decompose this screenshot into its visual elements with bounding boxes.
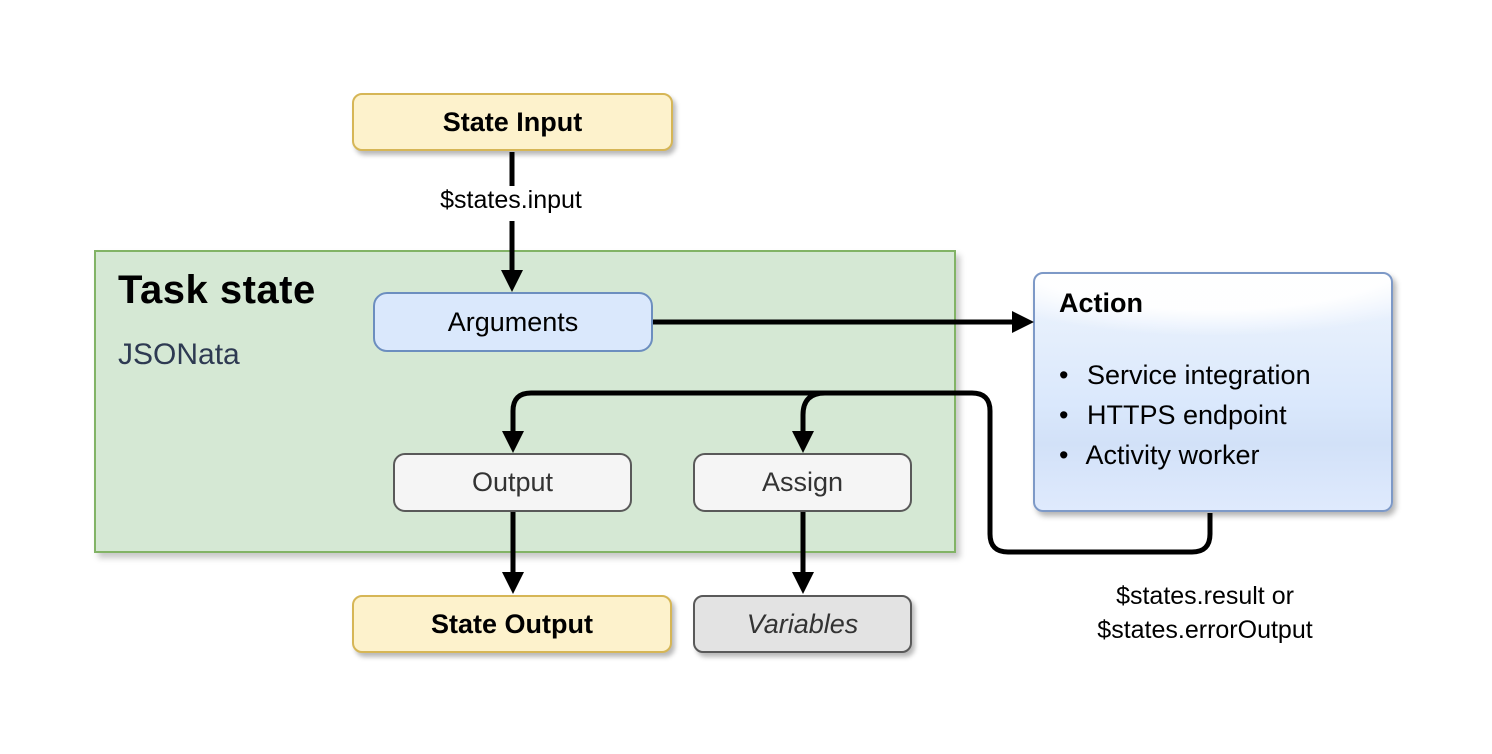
state-output-node: State Output (352, 595, 672, 653)
task-state-title: Task state (118, 268, 316, 312)
action-bullet-https-endpoint: HTTPS endpoint (1059, 395, 1371, 435)
variables-node: Variables (693, 595, 912, 653)
edge-label-states-input: $states.input (436, 186, 586, 215)
output-node: Output (393, 453, 632, 512)
action-bullet-service-integration: Service integration (1059, 355, 1371, 395)
action-bullet-activity-worker: Activity worker (1059, 435, 1371, 475)
arrowhead-into-action (1012, 311, 1034, 333)
action-title: Action (1059, 288, 1143, 318)
edge-label-states-result-line1: $states.result or (1116, 582, 1294, 610)
arguments-node: Arguments (373, 292, 653, 352)
edge-label-states-result: $states.result or $states.errorOutput (1097, 579, 1312, 647)
state-input-node: State Input (352, 93, 673, 151)
assign-node: Assign (693, 453, 912, 512)
task-state-subtitle: JSONata (118, 338, 240, 371)
action-bullet-list: Service integration HTTPS endpoint Activ… (1059, 355, 1371, 475)
arrowhead-into-variables (792, 572, 814, 594)
edge-label-states-result-line2: $states.errorOutput (1097, 616, 1313, 644)
action-node: Action Service integration HTTPS endpoin… (1033, 272, 1393, 512)
arrowhead-into-state-output (502, 572, 524, 594)
